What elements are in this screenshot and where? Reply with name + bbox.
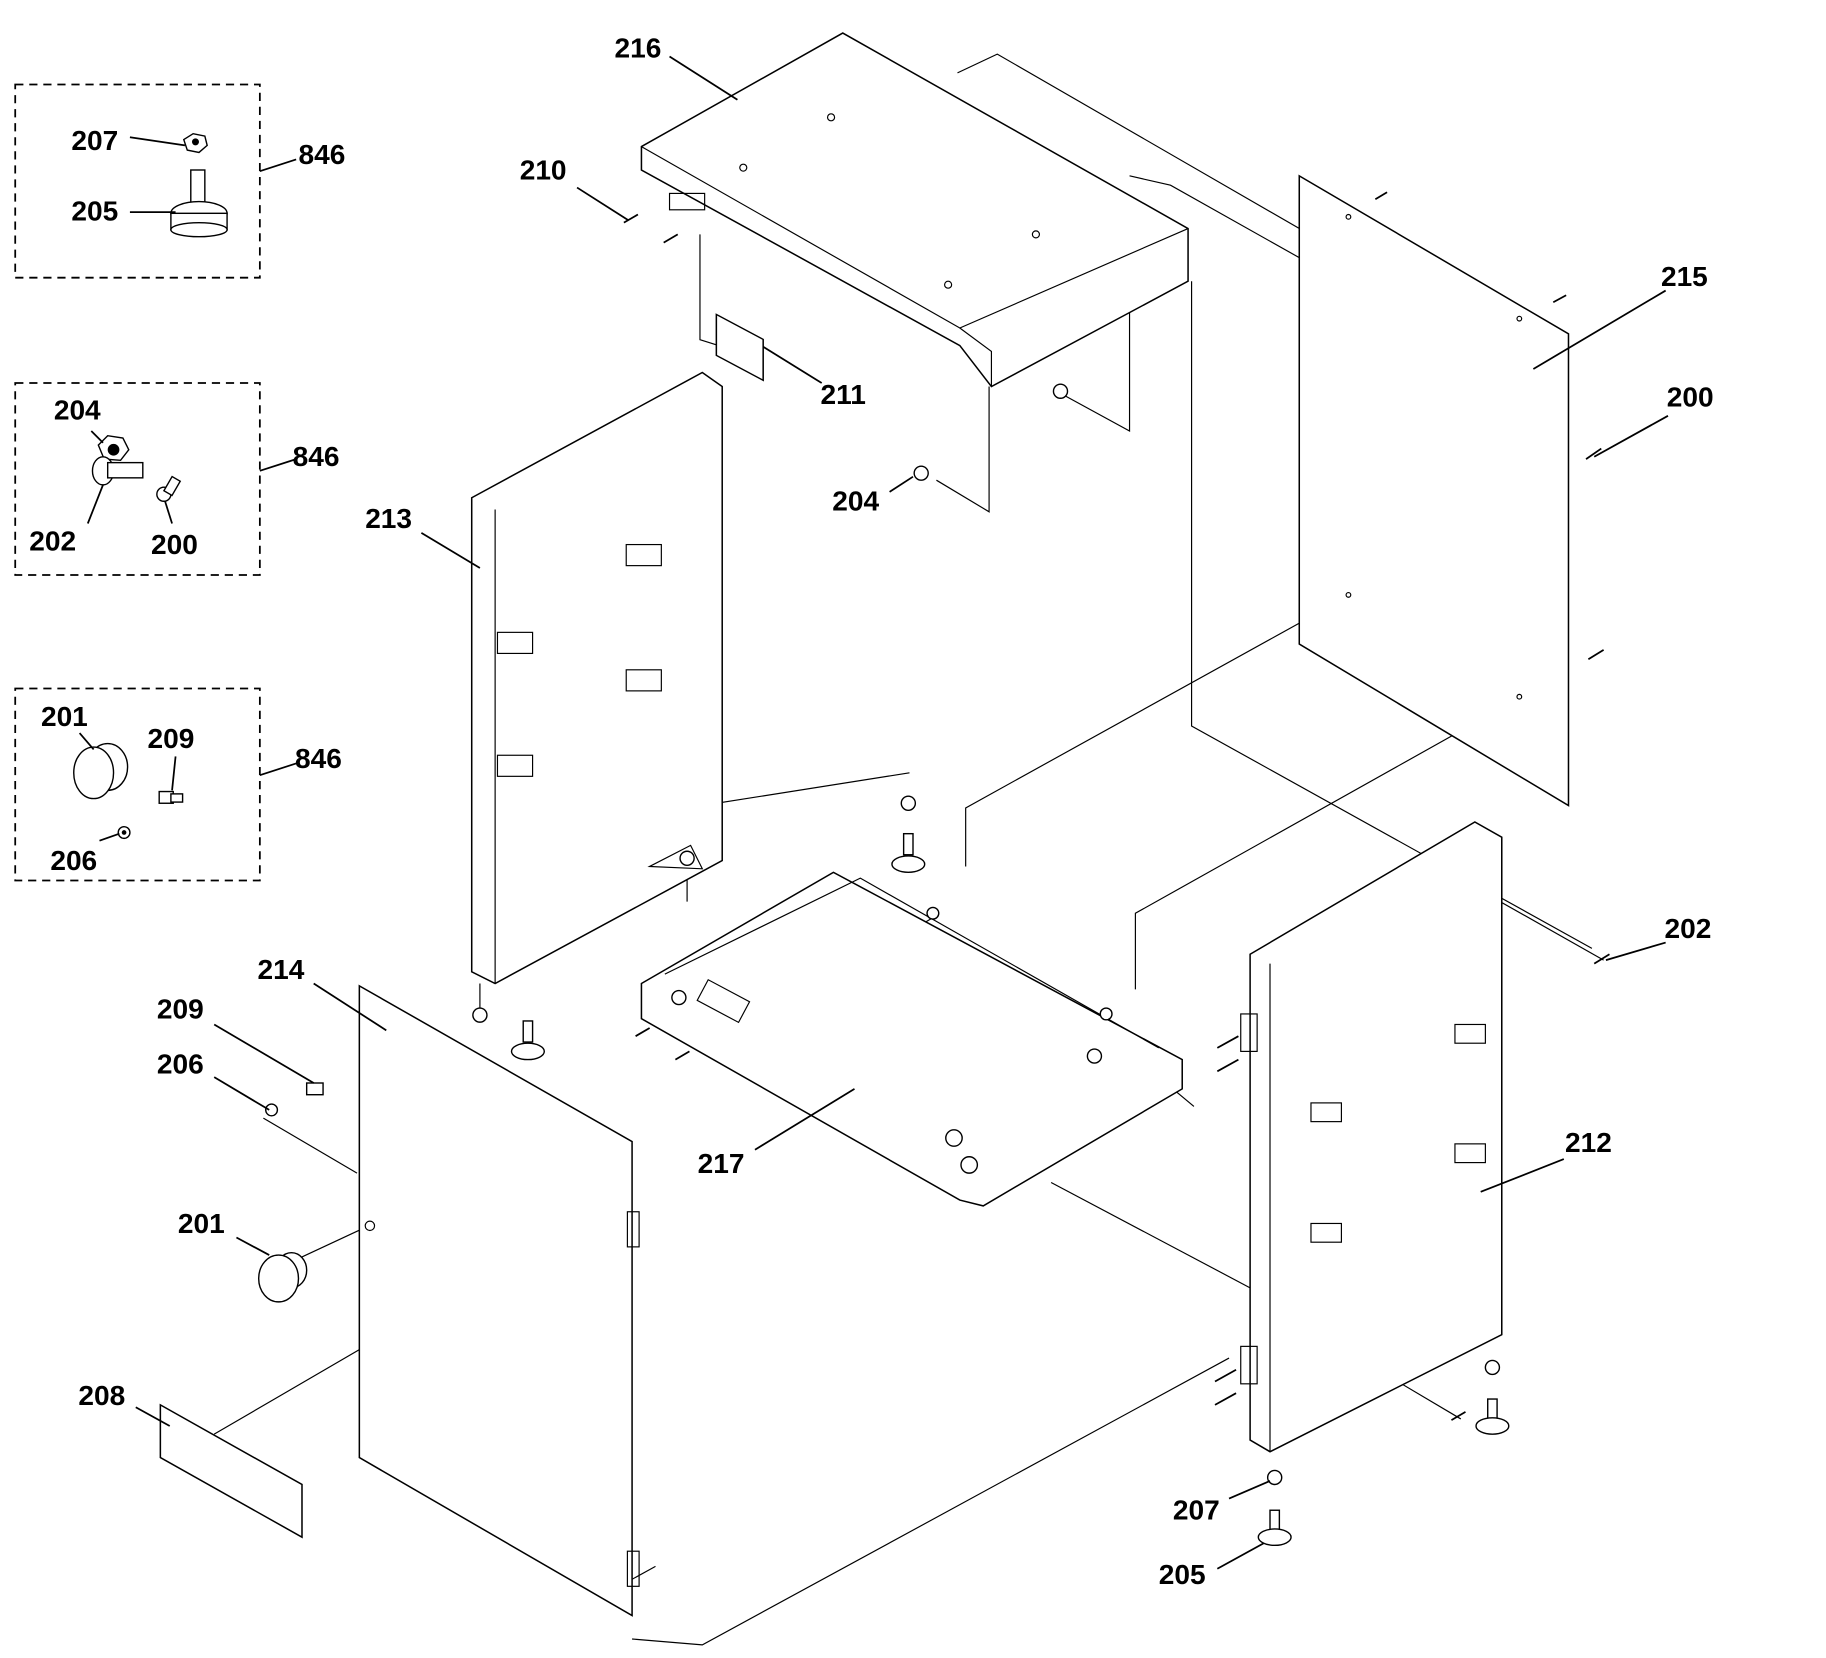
bottom-tray-217 (640, 871, 1183, 1207)
callout-kit-846: 846 (295, 743, 342, 774)
callout-208: 208 (78, 1380, 125, 1411)
hex-nut-icon (472, 383, 1501, 1486)
callout-201: 201 (41, 701, 88, 732)
kit-box-2: 204 202 200 846 (14, 382, 340, 576)
side-panel-213 (470, 371, 723, 985)
callout-217: 217 (698, 1148, 745, 1179)
back-panel-215 (1298, 174, 1570, 807)
callout-216: 216 (615, 33, 662, 64)
callout-200: 200 (151, 529, 198, 560)
leveling-foot-icon (891, 832, 926, 874)
hex-nut-icon (182, 132, 208, 154)
callout-209: 209 (157, 994, 204, 1025)
callout-202: 202 (29, 525, 76, 556)
top-tray-216 (640, 32, 1189, 388)
callout-210: 210 (520, 154, 567, 185)
leveling-foot-icon (1475, 1398, 1510, 1435)
callout-205: 205 (1159, 1559, 1206, 1590)
knob-icon (257, 1252, 308, 1303)
label-plate-208 (159, 1403, 303, 1539)
kit-box-3: 201 209 206 846 (14, 687, 342, 882)
callout-211: 211 (821, 379, 866, 410)
leveling-foot-icon (1257, 1509, 1292, 1547)
callouts: 216 210 211 213 204 215 200 202 214 209 … (78, 33, 1713, 1590)
callout-214: 214 (258, 954, 305, 985)
washer-icon (265, 1103, 279, 1117)
callout-204: 204 (54, 394, 101, 425)
screw-icon (156, 475, 182, 502)
callout-205: 205 (71, 195, 118, 226)
callout-204: 204 (832, 486, 879, 517)
callout-kit-846: 846 (293, 441, 340, 472)
callout-200: 200 (1667, 381, 1714, 412)
bolt-icon (158, 790, 184, 804)
callout-213: 213 (365, 503, 412, 534)
callout-212: 212 (1565, 1127, 1612, 1158)
callout-kit-846: 846 (298, 139, 345, 170)
kit-box-1: 207 205 846 (14, 83, 345, 279)
callout-207: 207 (1173, 1495, 1220, 1526)
leveling-foot-icon (170, 169, 228, 238)
callout-206: 206 (157, 1049, 204, 1080)
door-panel-214 (358, 984, 640, 1617)
knob-icon (73, 742, 129, 800)
callout-202: 202 (1664, 913, 1711, 944)
side-panel-212 (1240, 821, 1503, 1453)
callout-201: 201 (178, 1208, 225, 1239)
callout-209: 209 (147, 723, 194, 754)
screw-icon (623, 191, 1610, 1421)
callout-207: 207 (71, 125, 118, 156)
bolt-icon (305, 1082, 324, 1096)
leveling-foot-icon (510, 1020, 545, 1061)
callout-206: 206 (50, 845, 97, 876)
washer-icon (117, 825, 131, 840)
hardware (257, 191, 1610, 1547)
callout-215: 215 (1661, 261, 1708, 292)
bracket-211 (715, 313, 764, 382)
carriage-bolt-icon (91, 456, 144, 486)
